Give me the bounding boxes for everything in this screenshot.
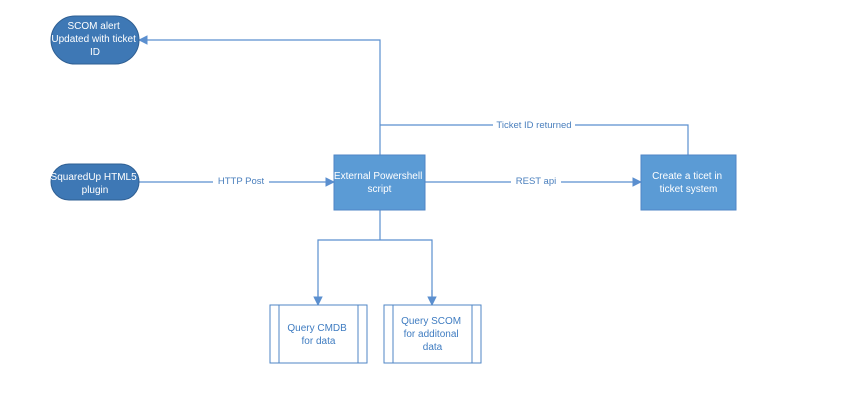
query-cmdb-line-1: Query CMDB: [287, 323, 347, 334]
http-post-label: HTTP Post: [218, 176, 265, 187]
query-scom-line-3: data: [423, 342, 443, 353]
create-ticket-node: Create a ticet in ticket system: [640, 154, 737, 211]
create-ticket-shape: [640, 154, 737, 211]
edge-script-to-scom-alert: [138, 35, 381, 155]
scom-alert-updated-line-1: SCOM alert: [67, 21, 119, 32]
scom-alert-updated-node: SCOM alert Updated with ticket ID: [50, 15, 140, 65]
query-scom-line-1: Query SCOM: [401, 316, 461, 327]
query-scom-text: Query SCOM for additonal data: [401, 316, 464, 353]
query-cmdb-text: Query CMDB for data: [287, 323, 349, 347]
edge-labels: HTTP Post REST api Ticket ID returned: [213, 118, 575, 187]
edge-script-to-queries: [317, 210, 433, 303]
query-cmdb-line-2: for data: [302, 336, 336, 347]
powershell-script-node: External Powershell script: [333, 154, 426, 211]
powershell-script-text: External Powershell script: [334, 171, 425, 195]
create-ticket-line-2: ticket system: [660, 184, 718, 195]
create-ticket-text: Create a ticet in ticket system: [652, 171, 725, 195]
scom-alert-updated-line-2: Updated with ticket: [51, 34, 136, 45]
create-ticket-line-1: Create a ticet in: [652, 171, 722, 182]
scom-alert-updated-shape: [50, 15, 140, 65]
query-scom-shape: [383, 304, 482, 364]
ticket-id-returned-label-bg: [493, 118, 575, 131]
scom-alert-updated-line-3: ID: [90, 47, 100, 58]
rest-api-label: REST api: [516, 176, 556, 187]
ticket-id-returned-label: Ticket ID returned: [496, 120, 571, 131]
query-cmdb-node: Query CMDB for data: [269, 304, 368, 364]
connectors: [138, 35, 689, 306]
scom-alert-updated-text: SCOM alert Updated with ticket ID: [51, 21, 138, 58]
http-post-label-bg: [213, 174, 269, 187]
squaredup-plugin-node: SquaredUp HTML5 plugin: [50, 163, 140, 201]
powershell-script-line-1: External Powershell: [334, 171, 422, 182]
powershell-script-shape: [333, 154, 426, 211]
query-scom-line-2: for additonal: [404, 329, 459, 340]
query-cmdb-shape: [269, 304, 368, 364]
rest-api-label-bg: [511, 174, 561, 187]
squaredup-plugin-shape: [50, 163, 140, 201]
powershell-script-line-2: script: [368, 184, 392, 195]
edge-ticket-id-returned: [380, 124, 689, 155]
squaredup-plugin-line-1: SquaredUp HTML5: [51, 172, 138, 183]
squaredup-plugin-text: SquaredUp HTML5 plugin: [51, 172, 140, 196]
squaredup-plugin-line-2: plugin: [82, 185, 109, 196]
query-scom-node: Query SCOM for additonal data: [383, 304, 482, 364]
